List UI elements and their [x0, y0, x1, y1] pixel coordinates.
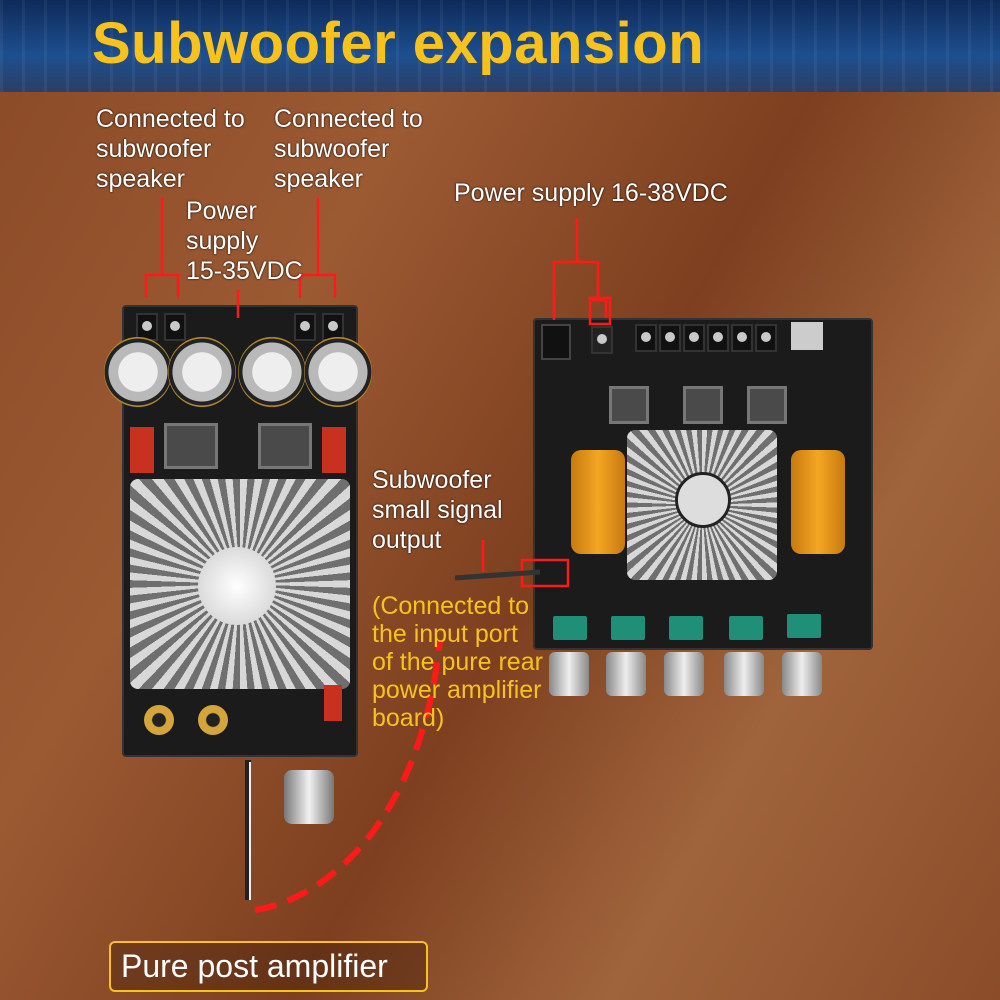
- tone-knob: [782, 652, 822, 696]
- tone-knob: [606, 652, 646, 696]
- tone-knob: [549, 652, 589, 696]
- header-banner: [0, 0, 1000, 92]
- subwoofer-amplifier-board: [104, 305, 372, 757]
- pure-post-amplifier-badge: Pure post amplifier: [109, 941, 428, 992]
- tone-knob: [724, 652, 764, 696]
- main-amplifier-board: [533, 318, 873, 650]
- tone-knob: [664, 652, 704, 696]
- volume-knob: [284, 770, 334, 824]
- page-title: Subwoofer expansion: [92, 11, 705, 76]
- right-power-label: Power supply 16-38VDC: [454, 179, 728, 207]
